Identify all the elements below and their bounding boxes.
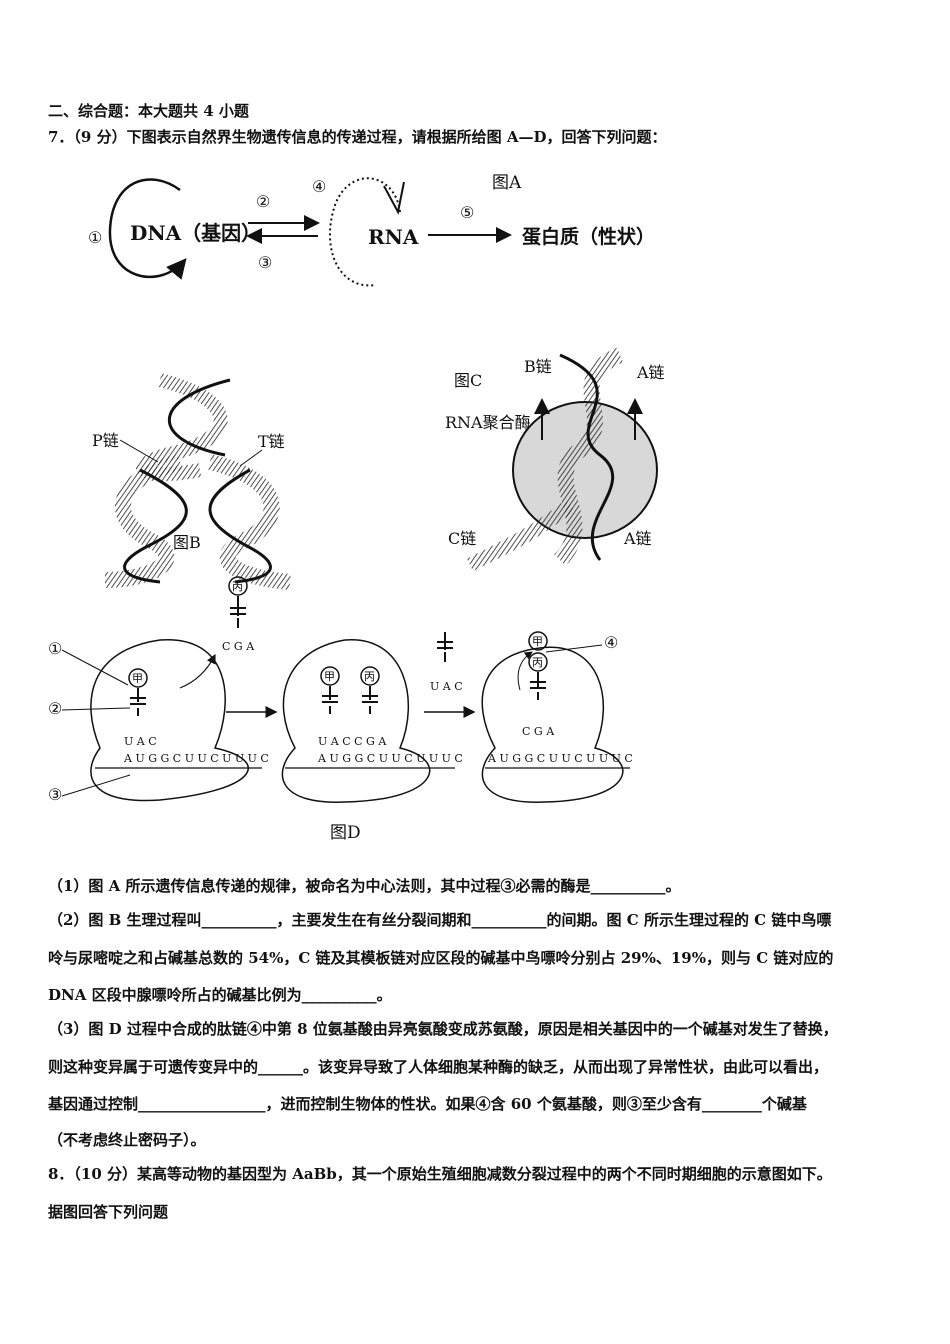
- q7-sub2-line1: （2）图 B 生理过程叫__________，主要发生在有丝分裂间期和_____…: [48, 911, 832, 929]
- fig-d-jia-1: 甲: [132, 672, 143, 685]
- fig-a-title: 图A: [492, 173, 522, 193]
- fig-d-mark-3: ③: [48, 785, 62, 804]
- fig-c-b-chain: B链: [524, 357, 552, 376]
- fig-d-cga-3: C G A: [522, 725, 555, 738]
- fig-a-protein-label: 蛋白质（性状）: [522, 225, 655, 248]
- fig-d-jia-2: 甲: [324, 670, 335, 683]
- q8-line1: 8．（10 分）某高等动物的基因型为 AaBb，其一个原始生殖细胞减数分裂过程中…: [48, 1165, 832, 1183]
- q8-line2: 据图回答下列问题: [48, 1203, 169, 1221]
- q7-sub3-line2: 则这种变异属于可遗传变异中的______。该变异导致了人体细胞某种酶的缺乏，从而…: [48, 1058, 829, 1076]
- section-heading: 二、综合题：本大题共 4 小题: [48, 102, 249, 120]
- fig-d-mrna-3: A U G G C U U C U U U C: [487, 752, 633, 765]
- fig-d-uac-free: U A C: [430, 680, 463, 693]
- fig-a-mark-3: ③: [258, 253, 272, 272]
- fig-d-title: 图D: [330, 823, 361, 843]
- fig-d-mrna-2: A U G G C U U C U U U C: [317, 752, 463, 765]
- fig-d-bing-2: 丙: [364, 670, 375, 683]
- fig-c-title: 图C: [454, 371, 482, 390]
- fig-c-a-chain-top: A链: [636, 363, 665, 382]
- fig-c-rna-polymerase: RNA聚合酶: [445, 413, 531, 432]
- fig-d-bing-3: 丙: [532, 656, 543, 669]
- fig-b-p-chain: P链: [92, 431, 119, 450]
- q7-sub3-line1: （3）图 D 过程中合成的肽链④中第 8 位氨基酸由异亮氨酸变成苏氨酸，原因是相…: [48, 1020, 838, 1038]
- fig-d-uac-1: U A C: [124, 735, 157, 748]
- fig-d-mark-1: ①: [48, 639, 62, 658]
- fig-c-a-chain-bottom: A链: [623, 529, 652, 548]
- fig-d-cga-free: C G A: [222, 640, 255, 653]
- fig-d-jia-3: 甲: [532, 635, 543, 648]
- fig-a-mark-1: ①: [88, 228, 102, 247]
- fig-d-mark-4: ④: [604, 633, 618, 652]
- fig-d-uaccga: U A C C G A: [318, 735, 387, 748]
- fig-a-dna-label: DNA（基因）: [130, 221, 261, 245]
- fig-a-mark-5: ⑤: [460, 203, 474, 222]
- fig-d-mrna-1: A U G G C U U C U U U C: [123, 752, 269, 765]
- question-7-header: 7．（9 分）下图表示自然界生物遗传信息的传递过程，请根据所给图 A—D，回答下…: [48, 128, 667, 146]
- fig-b-t-chain: T链: [258, 432, 285, 451]
- fig-a-rna-label: RNA: [368, 225, 419, 249]
- q7-sub1: （1）图 A 所示遗传信息传递的规律，被命名为中心法则，其中过程③必需的酶是__…: [48, 877, 681, 895]
- q7-sub3-line3: 基因通过控制_________________，进而控制生物体的性状。如果④含 …: [48, 1095, 807, 1113]
- fig-d-mark-2: ②: [48, 699, 62, 718]
- fig-b-title: 图B: [173, 533, 201, 552]
- fig-a-mark-2: ②: [256, 192, 270, 211]
- q7-sub3-line4: （不考虑终止密码子）。: [48, 1131, 206, 1149]
- fig-d-bing-top: 丙: [232, 580, 243, 593]
- fig-c-c-chain: C链: [448, 529, 476, 548]
- fig-a-mark-4: ④: [312, 177, 326, 196]
- q7-sub2-line3: DNA 区段中腺嘌呤所占的碱基比例为__________。: [48, 986, 392, 1004]
- q7-sub2-line2: 呤与尿嘧啶之和占碱基总数的 54%，C 链及其模板链对应区段的碱基中鸟嘌呤分别占…: [48, 949, 834, 967]
